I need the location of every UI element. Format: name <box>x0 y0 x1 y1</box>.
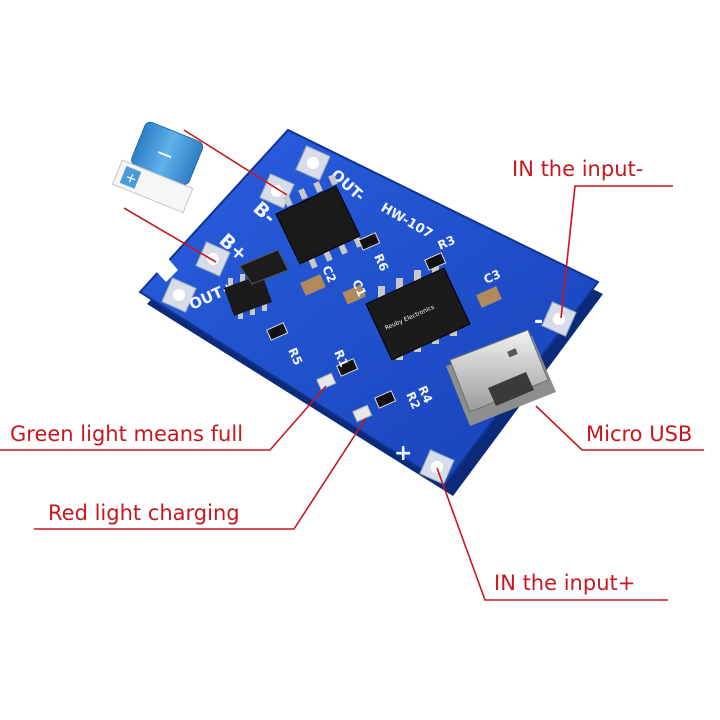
pad-hole <box>307 157 319 169</box>
usb-shell <box>449 329 549 413</box>
silk-r1: R1 <box>331 348 351 370</box>
resistor-r6 <box>358 232 381 251</box>
line-in-plus <box>436 467 668 601</box>
line-green-light <box>0 385 327 451</box>
label-in-plus: IN the input+ <box>494 571 635 595</box>
silk-r6: R6 <box>371 252 391 274</box>
smd-components <box>266 232 502 423</box>
usb-port-opening <box>488 372 534 406</box>
resistor-r1 <box>336 358 359 377</box>
chip-mosfet <box>224 249 289 319</box>
chip-body <box>224 274 272 316</box>
pcb-notch <box>153 255 178 282</box>
chip-striped <box>239 249 289 285</box>
pad-hole <box>207 253 219 265</box>
pad-hole <box>431 461 443 473</box>
line-micro-usb <box>535 405 704 451</box>
usb-latch <box>507 348 518 358</box>
silk-plus: + <box>394 441 412 466</box>
line-red-light <box>34 417 367 530</box>
line-battery-plus <box>123 207 217 263</box>
silk-r4: R4 <box>415 384 435 406</box>
callout-lines <box>0 129 704 601</box>
pad-hole <box>553 313 565 325</box>
label-micro-usb: Micro USB <box>586 422 692 446</box>
capacitor-c3 <box>476 286 502 308</box>
chip-charger: Reuby Electronics <box>365 262 471 361</box>
silk-minus: - <box>534 309 543 334</box>
chip-body <box>365 267 471 361</box>
battery-plus-label: + <box>122 169 139 188</box>
micro-usb-connector <box>446 329 556 426</box>
resistor-r3 <box>424 252 447 271</box>
label-in-minus: IN the input- <box>512 157 643 181</box>
pad-hole <box>173 289 185 301</box>
battery-plus-pad <box>119 166 142 189</box>
silk-r3: R3 <box>436 233 458 253</box>
line-in-minus <box>560 185 673 319</box>
label-red-light: Red light charging <box>48 501 240 525</box>
chip-protection <box>275 174 363 269</box>
resistor-r2 <box>374 390 397 409</box>
label-green-light: Green light means full <box>10 422 243 446</box>
silk-r2: R2 <box>403 390 423 412</box>
silk-r5: R5 <box>285 346 305 368</box>
led-green <box>315 372 337 391</box>
resistor-r5 <box>266 322 289 341</box>
silk-c1: C1 <box>349 278 369 299</box>
line-battery-minus <box>183 129 288 196</box>
battery: − + <box>111 121 204 214</box>
pcb-board: OUT- B- B+ OUT+ HW-107 - + <box>138 128 603 496</box>
chip-body <box>275 185 361 265</box>
capacitor-c1 <box>342 284 366 305</box>
pad-hole <box>271 185 283 197</box>
led-red <box>351 404 373 423</box>
silk-c3: C3 <box>482 267 503 287</box>
capacitor-c2 <box>300 274 326 296</box>
silk-c2: C2 <box>319 264 339 285</box>
